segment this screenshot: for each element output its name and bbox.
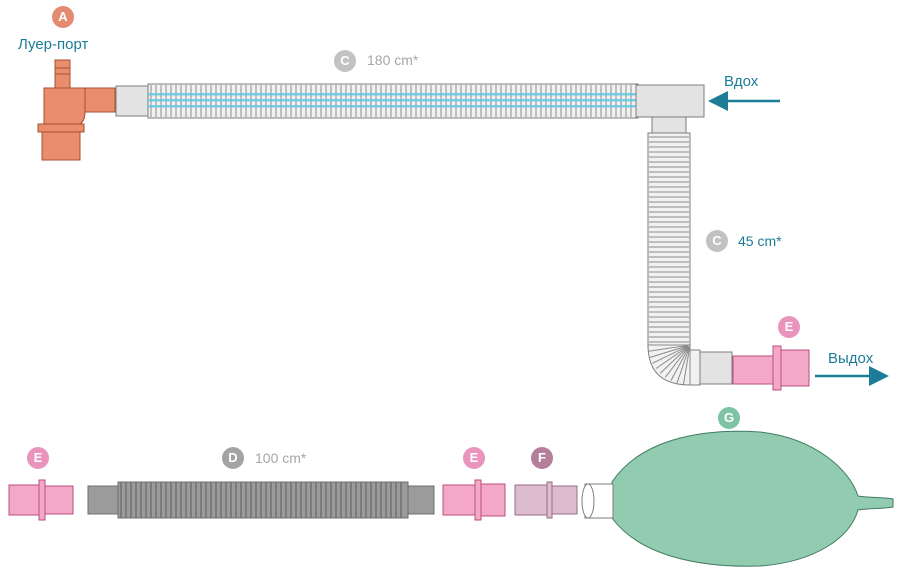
expiratory-hose	[87, 481, 435, 519]
badge-c-short: C	[706, 230, 728, 252]
luer-port-connector	[37, 59, 116, 161]
badge-a: A	[52, 6, 74, 28]
hose-length-label: 100 cm*	[255, 450, 307, 466]
badge-e-mid: E	[463, 447, 485, 469]
badge-c-main: C	[334, 50, 356, 72]
inhale-label: Вдох	[724, 73, 759, 90]
short-tube	[647, 132, 733, 386]
badge-e-left: E	[27, 447, 49, 469]
t-connector	[635, 84, 705, 134]
pink-connector-e-mid	[442, 479, 506, 521]
pink-connector-e-left	[8, 479, 74, 521]
main-tube-length-label: 180 cm*	[367, 52, 419, 68]
badge-d: D	[222, 447, 244, 469]
main-tube-left-cuff	[115, 85, 151, 117]
badge-f: F	[531, 447, 553, 469]
reservoir-bag-g	[581, 430, 894, 567]
short-tube-length-label: 45 cm*	[738, 233, 782, 249]
badge-e-right: E	[778, 316, 800, 338]
exhale-label: Выдох	[828, 350, 874, 367]
luer-port-label: Луер-порт	[18, 36, 89, 53]
mauve-connector-f	[514, 481, 578, 519]
pink-connector-e-right	[732, 345, 810, 391]
main-inspiratory-tube	[115, 83, 639, 119]
badge-g: G	[718, 407, 740, 429]
